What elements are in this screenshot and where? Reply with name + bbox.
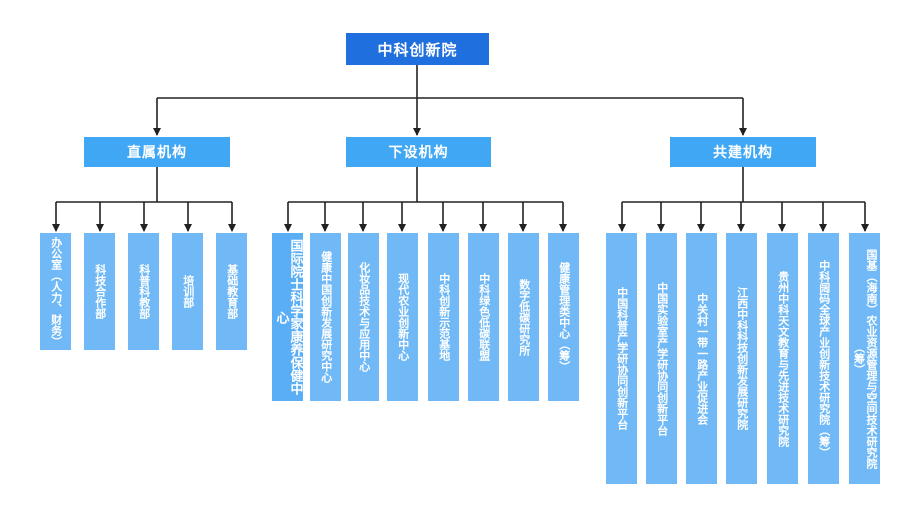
leaf-node: 科技合作部 xyxy=(84,233,115,350)
leaf-node: 中科阔码全球产业创新技术研究院（筹） xyxy=(808,233,839,484)
leaf-node: 现代农业创新中心 xyxy=(387,233,418,401)
leaf-node: 基础教育部 xyxy=(216,233,247,350)
leaf-node: 中科创新示范基地 xyxy=(428,233,459,401)
branch-node-joint: 共建机构 xyxy=(670,137,816,167)
leaf-node: 培训部 xyxy=(172,233,203,350)
root-node: 中科创新院 xyxy=(346,33,489,65)
leaf-node: 贵州中科天文教育与先进技术研究院 xyxy=(767,233,798,484)
leaf-node: 中科绿色低碳联盟 xyxy=(468,233,499,401)
leaf-node: 中国科普产学研协同创新平台 xyxy=(606,233,637,484)
leaf-node: 国际院士科学家康养保健中心 xyxy=(272,233,303,401)
leaf-node: 国基（海南）农业资源管理与空间技术研究院（筹） xyxy=(849,233,880,484)
branch-node-subsidiary: 下设机构 xyxy=(346,137,491,167)
leaf-node: 中国实验室产学研协同创新平台 xyxy=(646,233,677,484)
leaf-node: 江西中科科技创新发展研究院 xyxy=(726,233,757,484)
leaf-node: 健康管理类中心（筹） xyxy=(548,233,579,401)
leaf-node: 办公室（人力、财务） xyxy=(40,233,71,350)
branch-node-direct: 直属机构 xyxy=(84,137,230,167)
leaf-node: 中关村一带一路产业促进会 xyxy=(686,233,717,484)
leaf-node: 化妆品技术与应用中心 xyxy=(348,233,379,401)
leaf-node: 数字低碳研究所 xyxy=(508,233,539,401)
leaf-node: 健康中国创新发展研究中心 xyxy=(310,233,341,401)
leaf-node: 科普科教部 xyxy=(128,233,159,350)
